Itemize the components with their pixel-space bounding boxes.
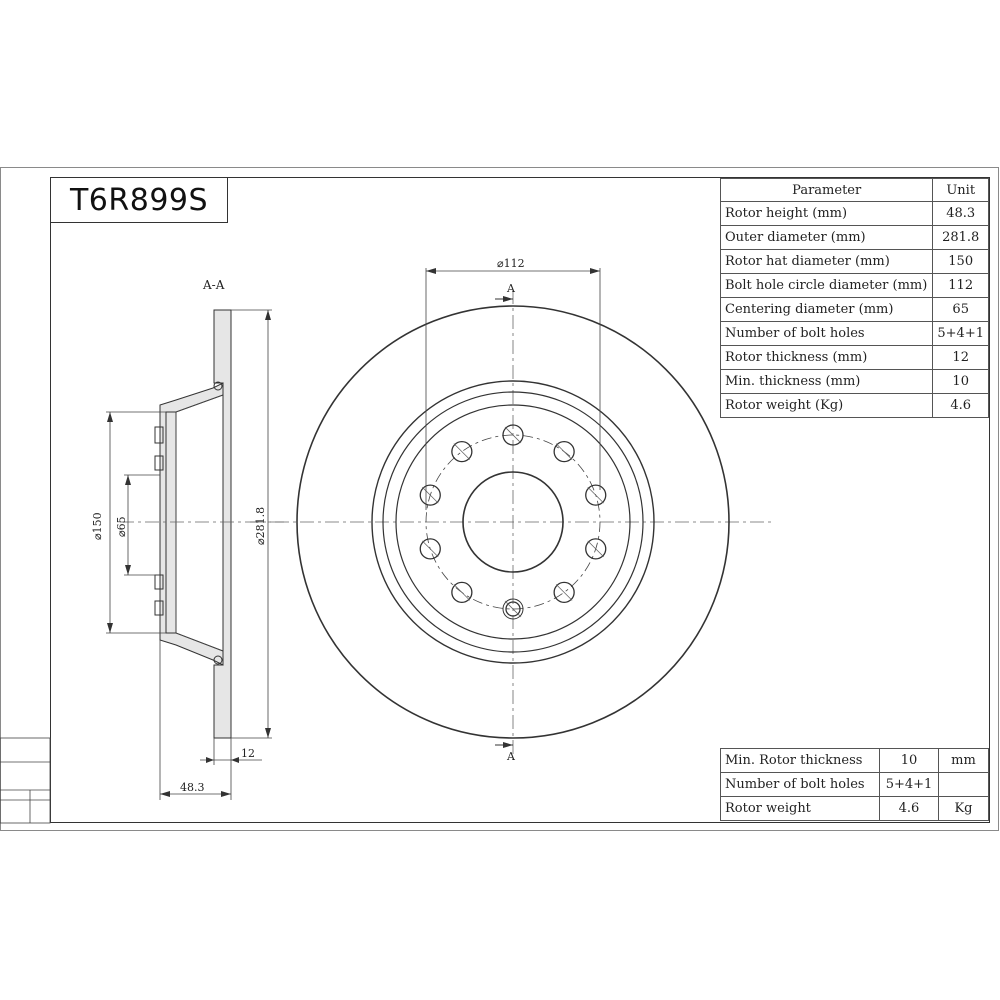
summary-unit: mm bbox=[938, 748, 989, 773]
row-value: 12 bbox=[932, 345, 989, 370]
summary-value: 4.6 bbox=[879, 796, 939, 821]
center-bore-label: ⌀65 bbox=[115, 516, 128, 537]
table-row: Centering diameter (mm)65 bbox=[719, 297, 989, 322]
bolt-hole bbox=[451, 440, 473, 463]
outer-border bbox=[0, 167, 999, 831]
summary-value: 5+4+1 bbox=[879, 772, 939, 797]
row-parameter: Centering diameter (mm) bbox=[719, 297, 934, 322]
header-unit: Unit bbox=[932, 178, 989, 202]
row-parameter: Number of bolt holes bbox=[719, 321, 934, 346]
section-label: A-A bbox=[202, 278, 225, 292]
row-value: 112 bbox=[932, 273, 989, 298]
row-parameter: Rotor height (mm) bbox=[719, 201, 934, 226]
summary-label: Number of bolt holes bbox=[720, 772, 880, 797]
height-label: 48.3 bbox=[180, 781, 205, 794]
row-parameter: Min. thickness (mm) bbox=[719, 369, 934, 394]
spec-table: Parameter Unit Rotor height (mm)48.3 Out… bbox=[719, 178, 989, 418]
summary-label: Min. Rotor thickness bbox=[720, 748, 880, 773]
row-value: 4.6 bbox=[932, 393, 989, 418]
summary-unit: Kg bbox=[938, 796, 989, 821]
bolt-hole bbox=[585, 484, 607, 506]
table-row: Rotor weight (Kg)4.6 bbox=[719, 393, 989, 418]
table-row: Min. thickness (mm)10 bbox=[719, 369, 989, 394]
section-marker-top: A bbox=[506, 282, 516, 295]
bolt-hole bbox=[419, 538, 441, 560]
part-number: T6R899S bbox=[69, 182, 209, 218]
part-number-box: T6R899S bbox=[50, 177, 228, 223]
table-row: Rotor hat diameter (mm)150 bbox=[719, 249, 989, 274]
bolt-hole bbox=[502, 424, 524, 446]
bolt-hole bbox=[553, 581, 575, 604]
title-block-stub bbox=[0, 737, 51, 824]
thickness-label: 12 bbox=[241, 747, 255, 760]
bolt-circle-label: ⌀112 bbox=[497, 257, 525, 270]
bolt-holes bbox=[419, 424, 607, 620]
row-value: 281.8 bbox=[932, 225, 989, 250]
section-marker-bottom: A bbox=[506, 750, 516, 763]
section-view: A-A ⌀150 bbox=[91, 278, 285, 800]
row-value: 10 bbox=[932, 369, 989, 394]
summary-label: Rotor weight bbox=[720, 796, 880, 821]
row-parameter: Rotor thickness (mm) bbox=[719, 345, 934, 370]
table-row: Bolt hole circle diameter (mm)112 bbox=[719, 273, 989, 298]
drawing-frame bbox=[50, 177, 990, 823]
bolt-hole bbox=[502, 598, 524, 620]
row-value: 48.3 bbox=[932, 201, 989, 226]
row-value: 5+4+1 bbox=[932, 321, 989, 346]
bolt-hole bbox=[553, 440, 575, 463]
front-view: ⌀112 A A bbox=[250, 257, 775, 763]
hat-diameter-label: ⌀150 bbox=[91, 512, 104, 540]
header-parameter: Parameter bbox=[719, 178, 934, 202]
summary-value: 10 bbox=[879, 748, 939, 773]
spec-table-header: Parameter Unit bbox=[719, 178, 989, 202]
row-parameter: Bolt hole circle diameter (mm) bbox=[719, 273, 934, 298]
summary-unit bbox=[938, 772, 989, 797]
bolt-hole bbox=[419, 484, 441, 506]
row-value: 150 bbox=[932, 249, 989, 274]
bolt-hole bbox=[585, 538, 607, 560]
table-row: Rotor height (mm)48.3 bbox=[719, 201, 989, 226]
bolt-hole bbox=[451, 581, 473, 604]
outer-diameter-label: ⌀281.8 bbox=[254, 507, 267, 545]
table-row: Rotor thickness (mm)12 bbox=[719, 345, 989, 370]
row-value: 65 bbox=[932, 297, 989, 322]
row-parameter: Rotor weight (Kg) bbox=[719, 393, 934, 418]
row-parameter: Rotor hat diameter (mm) bbox=[719, 249, 934, 274]
row-parameter: Outer diameter (mm) bbox=[719, 225, 934, 250]
table-row: Outer diameter (mm)281.8 bbox=[719, 225, 989, 250]
